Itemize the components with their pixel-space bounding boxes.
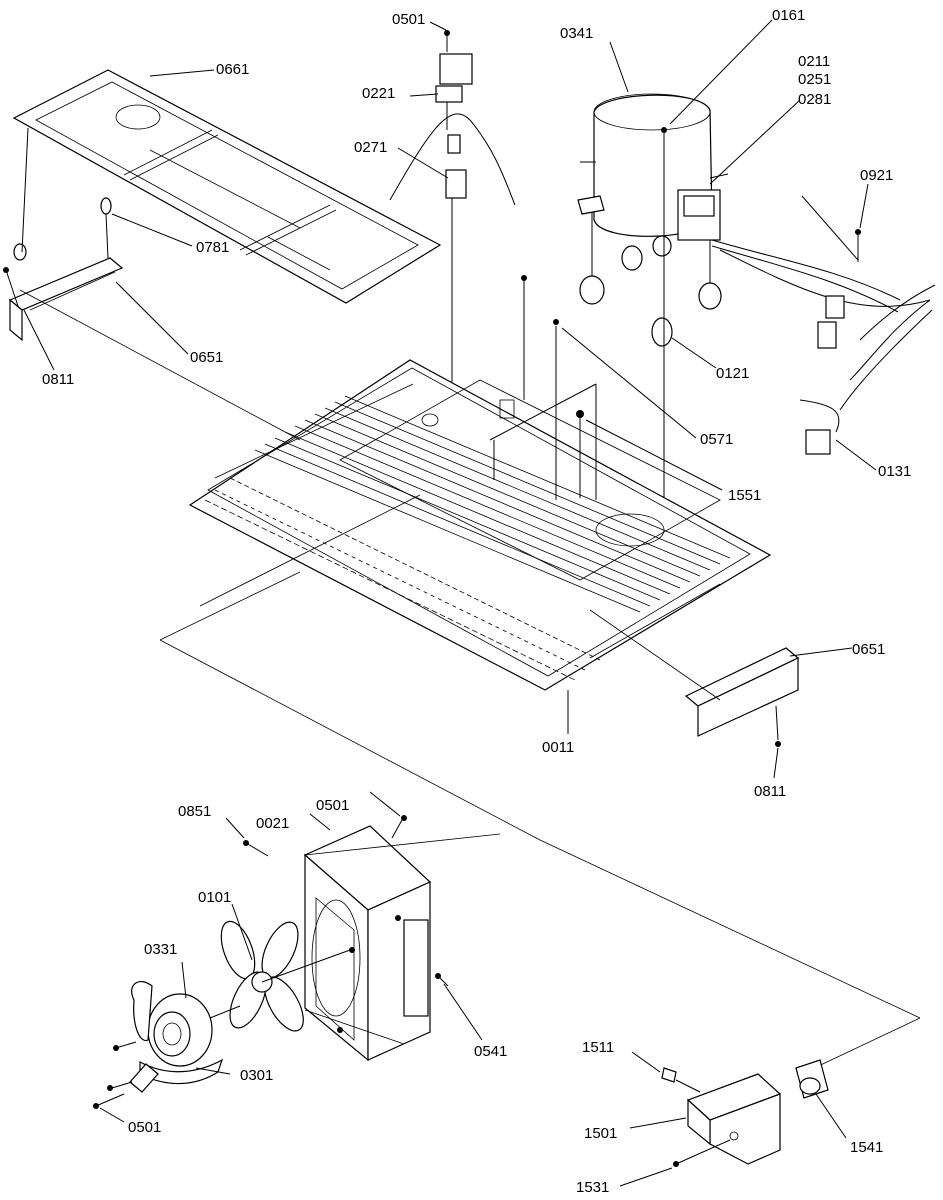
fan-motor [93, 981, 241, 1109]
bracket-left [8, 257, 124, 342]
bracket-right [684, 647, 800, 747]
base-screws [489, 275, 597, 500]
label-0121: 0121 [716, 365, 749, 382]
label-0101: 0101 [198, 889, 231, 906]
label-0211: 0211 [798, 53, 830, 70]
label-1531: 1531 [576, 1179, 609, 1196]
label-0271: 0271 [354, 139, 387, 156]
label-0301: 0301 [240, 1067, 273, 1084]
label-0651-left: 0651 [190, 349, 223, 366]
label-0131: 0131 [878, 463, 911, 480]
label-0021: 0021 [256, 815, 289, 832]
label-0661: 0661 [216, 61, 249, 78]
condenser-base [188, 359, 772, 691]
label-0851: 0851 [178, 803, 211, 820]
label-0541: 0541 [474, 1043, 507, 1060]
leader-lines [23, 19, 877, 1187]
label-0811-left: 0811 [42, 371, 74, 388]
label-1551: 1551 [728, 487, 761, 504]
shroud-screws [243, 815, 449, 987]
fan-blade [220, 920, 351, 1032]
label-0781: 0781 [196, 239, 229, 256]
label-0811-right: 0811 [754, 783, 786, 800]
screw-left [3, 127, 112, 307]
label-0921: 0921 [860, 167, 893, 184]
label-0501-shroud: 0501 [316, 797, 349, 814]
label-0341: 0341 [560, 25, 593, 42]
compressor [577, 93, 729, 580]
fan-shroud [303, 825, 501, 1062]
label-0011: 0011 [542, 739, 574, 756]
label-0571: 0571 [700, 431, 733, 448]
component-bracket [661, 1059, 829, 1167]
label-0651-right: 0651 [852, 641, 885, 658]
label-1511: 1511 [582, 1039, 614, 1056]
cover-panel [12, 69, 442, 304]
label-0161: 0161 [772, 7, 805, 24]
part-labels: 0501 0161 0341 0211 0251 0281 0661 0221 … [42, 7, 911, 1196]
label-1501: 1501 [584, 1125, 617, 1142]
label-0501-top: 0501 [392, 11, 425, 28]
label-0221: 0221 [362, 85, 395, 102]
label-0331: 0331 [144, 941, 177, 958]
label-0281: 0281 [798, 91, 831, 108]
label-1541: 1541 [850, 1139, 883, 1156]
label-0501-motor: 0501 [128, 1119, 161, 1136]
label-0251: 0251 [798, 71, 831, 88]
wiring-harness [711, 195, 936, 455]
relay-component [389, 30, 516, 470]
